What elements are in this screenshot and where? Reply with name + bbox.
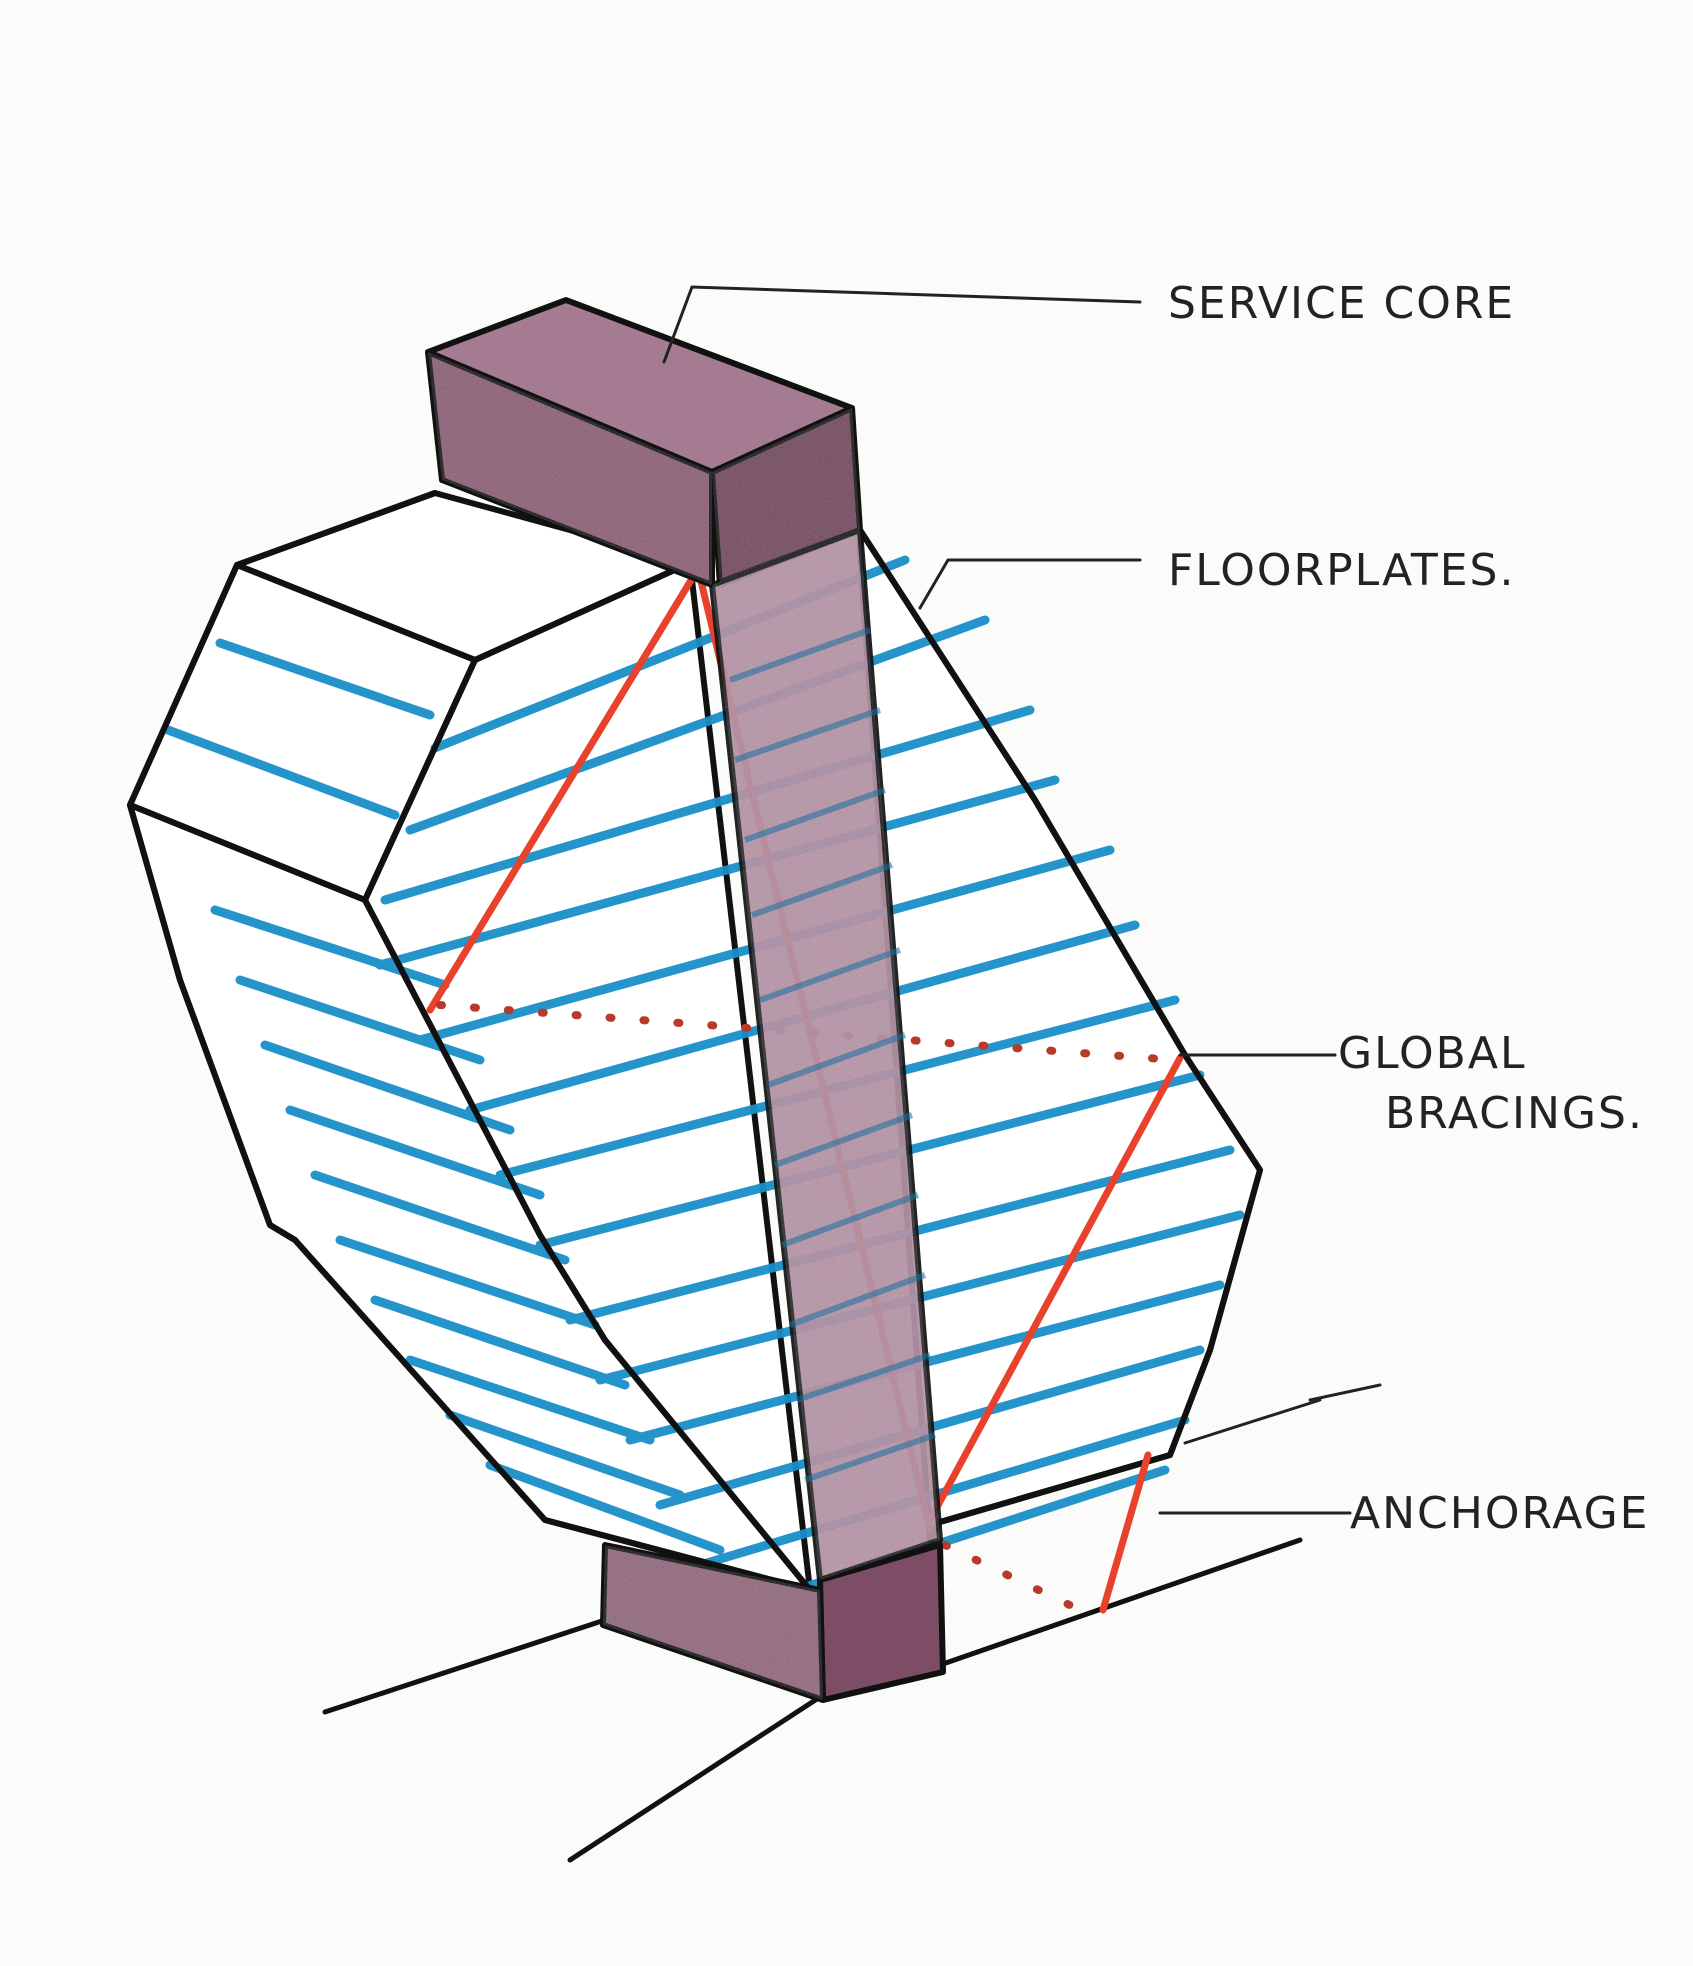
floorplate-line (215, 638, 435, 720)
floorplate-line (370, 1295, 630, 1390)
floorplate-line (405, 1355, 655, 1445)
callout-leaders (662, 285, 1382, 1515)
ground-sketch-dash (1308, 1383, 1382, 1402)
floorplate-line (445, 1410, 685, 1500)
ground-line-right (937, 1537, 1303, 1668)
core-floor-marks (728, 627, 936, 1483)
label-anchorage: ANCHORAGE (1350, 1488, 1649, 1539)
floorplate-line (260, 1040, 515, 1135)
floorplate-line (485, 1460, 725, 1555)
ground-line-left (322, 1617, 608, 1715)
bracing-diagonal (1099, 1451, 1152, 1614)
core-texture (428, 352, 940, 1700)
leader-service-core (662, 285, 1142, 364)
tower-edge (472, 560, 693, 663)
floorplate-line (335, 1235, 600, 1330)
leader-floorplates (918, 558, 1142, 610)
floorplate-line (310, 1170, 570, 1265)
label-global-bracings-line2: BRACINGS. (1385, 1088, 1644, 1139)
floorplate-line (405, 615, 990, 835)
ground-line-front (567, 1694, 823, 1863)
label-global-bracings-line1: GLOBAL (1338, 1028, 1526, 1079)
label-floorplates: FLOORPLATES. (1168, 545, 1515, 596)
floorplate-line (163, 725, 400, 820)
tower-edges (127, 490, 1263, 1593)
label-service-core: SERVICE CORE (1168, 278, 1515, 329)
bracing-dotted (941, 1541, 1084, 1614)
floorplate-line (375, 775, 1060, 970)
floorplate-line (210, 905, 450, 990)
callout-labels: SERVICE CORE FLOORPLATES. GLOBAL BRACING… (1168, 278, 1649, 1539)
ground-sketch-dash (1183, 1398, 1322, 1445)
floorplate-line (285, 1105, 545, 1200)
tower-edge (362, 897, 813, 1593)
bracing-diagonal (926, 1054, 1184, 1524)
floorplate-line (380, 705, 1035, 905)
bracing-dotted-lines (436, 1001, 1179, 1614)
bracing-dotted (436, 1001, 1179, 1064)
bracing-diagonal (426, 573, 697, 1014)
tower-edge (127, 490, 478, 903)
tower-edge (857, 527, 1263, 1543)
tower-edge (127, 802, 813, 1593)
